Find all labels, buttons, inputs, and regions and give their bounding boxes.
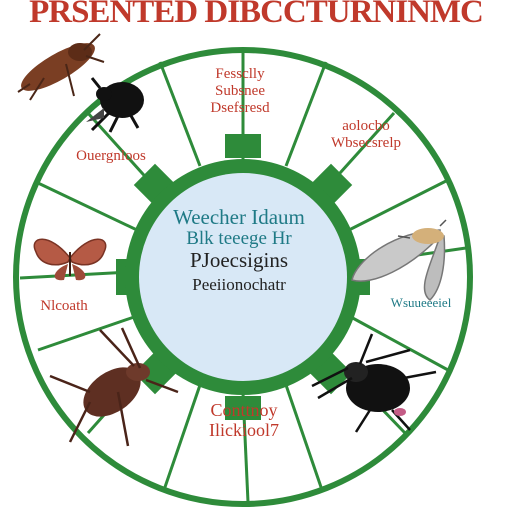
ant-icon (86, 77, 144, 133)
segment-bottom-label: Conttnoy Ilickiool7 (186, 400, 302, 440)
cricket-icon (49, 327, 179, 447)
hub-line-3: PJoecsigins (189, 248, 288, 273)
segment-upper-right-line-2: Wbsecsrelp (331, 134, 401, 151)
segment-right-line-1: Wsuueeeiel (390, 295, 452, 310)
segment-top-line-3: Dsefsresd (210, 99, 270, 116)
segment-bottom-line-1: Conttnoy (210, 400, 278, 420)
beetle-icon (311, 333, 437, 433)
hub (139, 173, 347, 381)
segment-upper-left-line-1: Ouergnloos (76, 148, 146, 164)
segment-top-line-2: Subsnee (215, 82, 265, 99)
segment-bottom-line-2: Ilickiool7 (209, 420, 279, 441)
segment-left-line-1: Nlcoath (40, 298, 88, 314)
hub-line-2: Blk teeege Hr (186, 227, 292, 249)
segment-left-label: Nlcoath (22, 298, 106, 315)
segment-right-label: Wsuueeeiel (380, 295, 462, 311)
segment-top-line-1: Fessclly (215, 66, 265, 82)
segment-top-label: Fessclly Subsnee Dsefsresd (190, 66, 290, 116)
hub-line-4: Peeiionochatr (192, 274, 286, 294)
hub-text: Weecher Idaum Blk teeege Hr PJoecsigins … (150, 206, 328, 294)
butterfly-icon (33, 238, 107, 281)
page-title: PRSENTED DIBCCTURNINMC (29, 0, 484, 30)
moth-icon (351, 219, 447, 301)
segment-upper-right-line-1: aolocbo (342, 118, 390, 134)
segment-upper-right-label: aolocbo Wbsecsrelp (312, 118, 420, 152)
hub-line-1: Weecher Idaum (173, 205, 305, 229)
cockroach-icon (17, 33, 105, 101)
segment-upper-left-label: Ouergnloos (52, 148, 170, 165)
